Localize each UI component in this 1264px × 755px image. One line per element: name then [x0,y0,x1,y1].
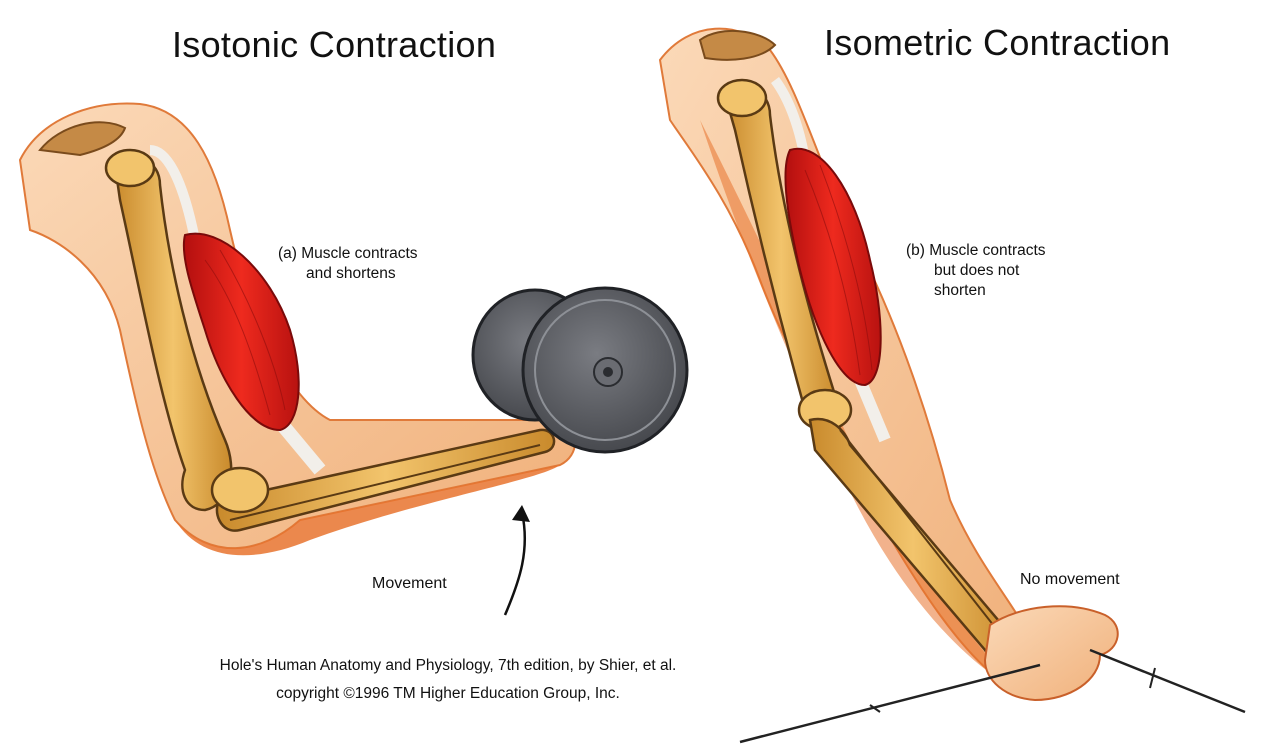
movement-label: Movement [372,575,447,592]
isotonic-arm [18,102,576,556]
caption-b-line1: (b) Muscle contracts [906,242,1046,259]
source-credit: Hole's Human Anatomy and Physiology, 7th… [148,652,748,708]
left-arm-shadow [175,465,560,556]
left-biceps [182,232,300,432]
isometric-arm [658,27,1119,702]
credit-line2: copyright ©1996 TM Higher Education Grou… [276,685,620,702]
title-isotonic: Isotonic Contraction [172,24,497,65]
credit-line1: Hole's Human Anatomy and Physiology, 7th… [219,657,677,674]
movement-arrow [503,505,530,616]
caption-a: (a) Muscle contracts and shortens [278,244,418,284]
left-shoulder-bone [38,121,127,157]
fixed-cable [739,648,1246,744]
caption-b-line3: shorten [934,282,986,299]
caption-a-line1: (a) Muscle contracts [278,245,418,262]
no-movement-label: No movement [1020,571,1120,588]
caption-b: (b) Muscle contracts but does not shorte… [906,241,1046,301]
caption-b-line2: but does not [934,262,1020,279]
dumbbell [471,286,689,454]
title-isometric: Isometric Contraction [824,22,1171,63]
left-forearm-bones [215,428,556,532]
caption-a-line2: and shortens [306,265,396,282]
right-biceps [784,147,882,387]
